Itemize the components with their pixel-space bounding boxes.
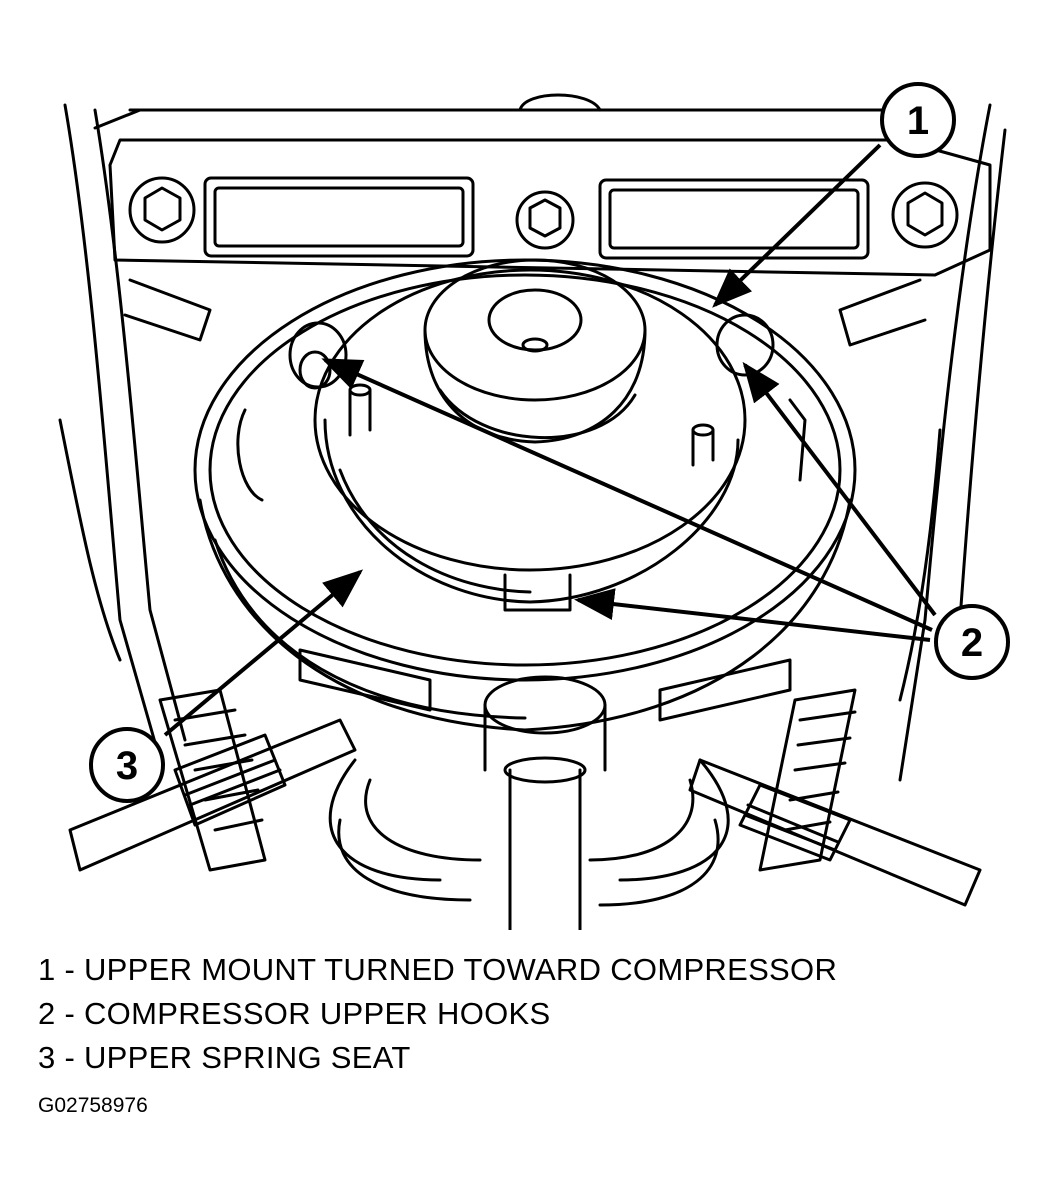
spring-compressor-illustration: 1 2 3 — [58, 82, 1010, 930]
legend-item-3: 3 - UPPER SPRING SEAT — [38, 1040, 411, 1075]
svg-text:3: 3 — [116, 744, 138, 788]
upper-mount-hub — [423, 258, 647, 402]
right-frame-rod — [898, 103, 992, 782]
left-frame-rod — [63, 103, 162, 762]
leader-arrow-2c — [574, 588, 931, 642]
legend-item-1: 1 - UPPER MOUNT TURNED TOWARD COMPRESSOR — [38, 952, 838, 987]
legend: 1 - UPPER MOUNT TURNED TOWARD COMPRESSOR… — [38, 948, 837, 1080]
legend-item-2: 2 - COMPRESSOR UPPER HOOKS — [38, 996, 551, 1031]
plate-slot-right — [598, 178, 870, 260]
lower-bar-left — [68, 718, 357, 872]
bolt-right — [891, 181, 959, 249]
seat-band-left — [298, 648, 432, 712]
compressor-top-plate — [108, 138, 992, 277]
svg-text:1: 1 — [907, 99, 929, 143]
callout-3: 3 — [89, 727, 165, 803]
plate-slot-left — [203, 176, 475, 258]
leader-arrow-3 — [163, 569, 364, 737]
center-rod — [483, 675, 607, 930]
svg-text:2: 2 — [961, 621, 983, 665]
figure-id: G02758976 — [38, 1094, 148, 1117]
seat-band-right — [658, 658, 792, 722]
leader-arrow-2a — [742, 361, 937, 617]
bolt-left — [128, 176, 196, 244]
mount-stud-right — [691, 423, 715, 467]
callout-2: 2 — [934, 604, 1010, 680]
callout-1: 1 — [880, 82, 956, 158]
bolt-center — [515, 190, 575, 250]
threaded-rod-left — [158, 688, 267, 872]
upper-mount-base — [313, 268, 747, 572]
leader-arrow-2b — [321, 358, 933, 632]
mount-stud-left — [348, 383, 372, 437]
coil-spring — [328, 758, 730, 882]
leader-arrow-1 — [712, 143, 882, 308]
threaded-rod-right — [758, 688, 857, 872]
upper-spring-seat-outer — [193, 258, 857, 682]
